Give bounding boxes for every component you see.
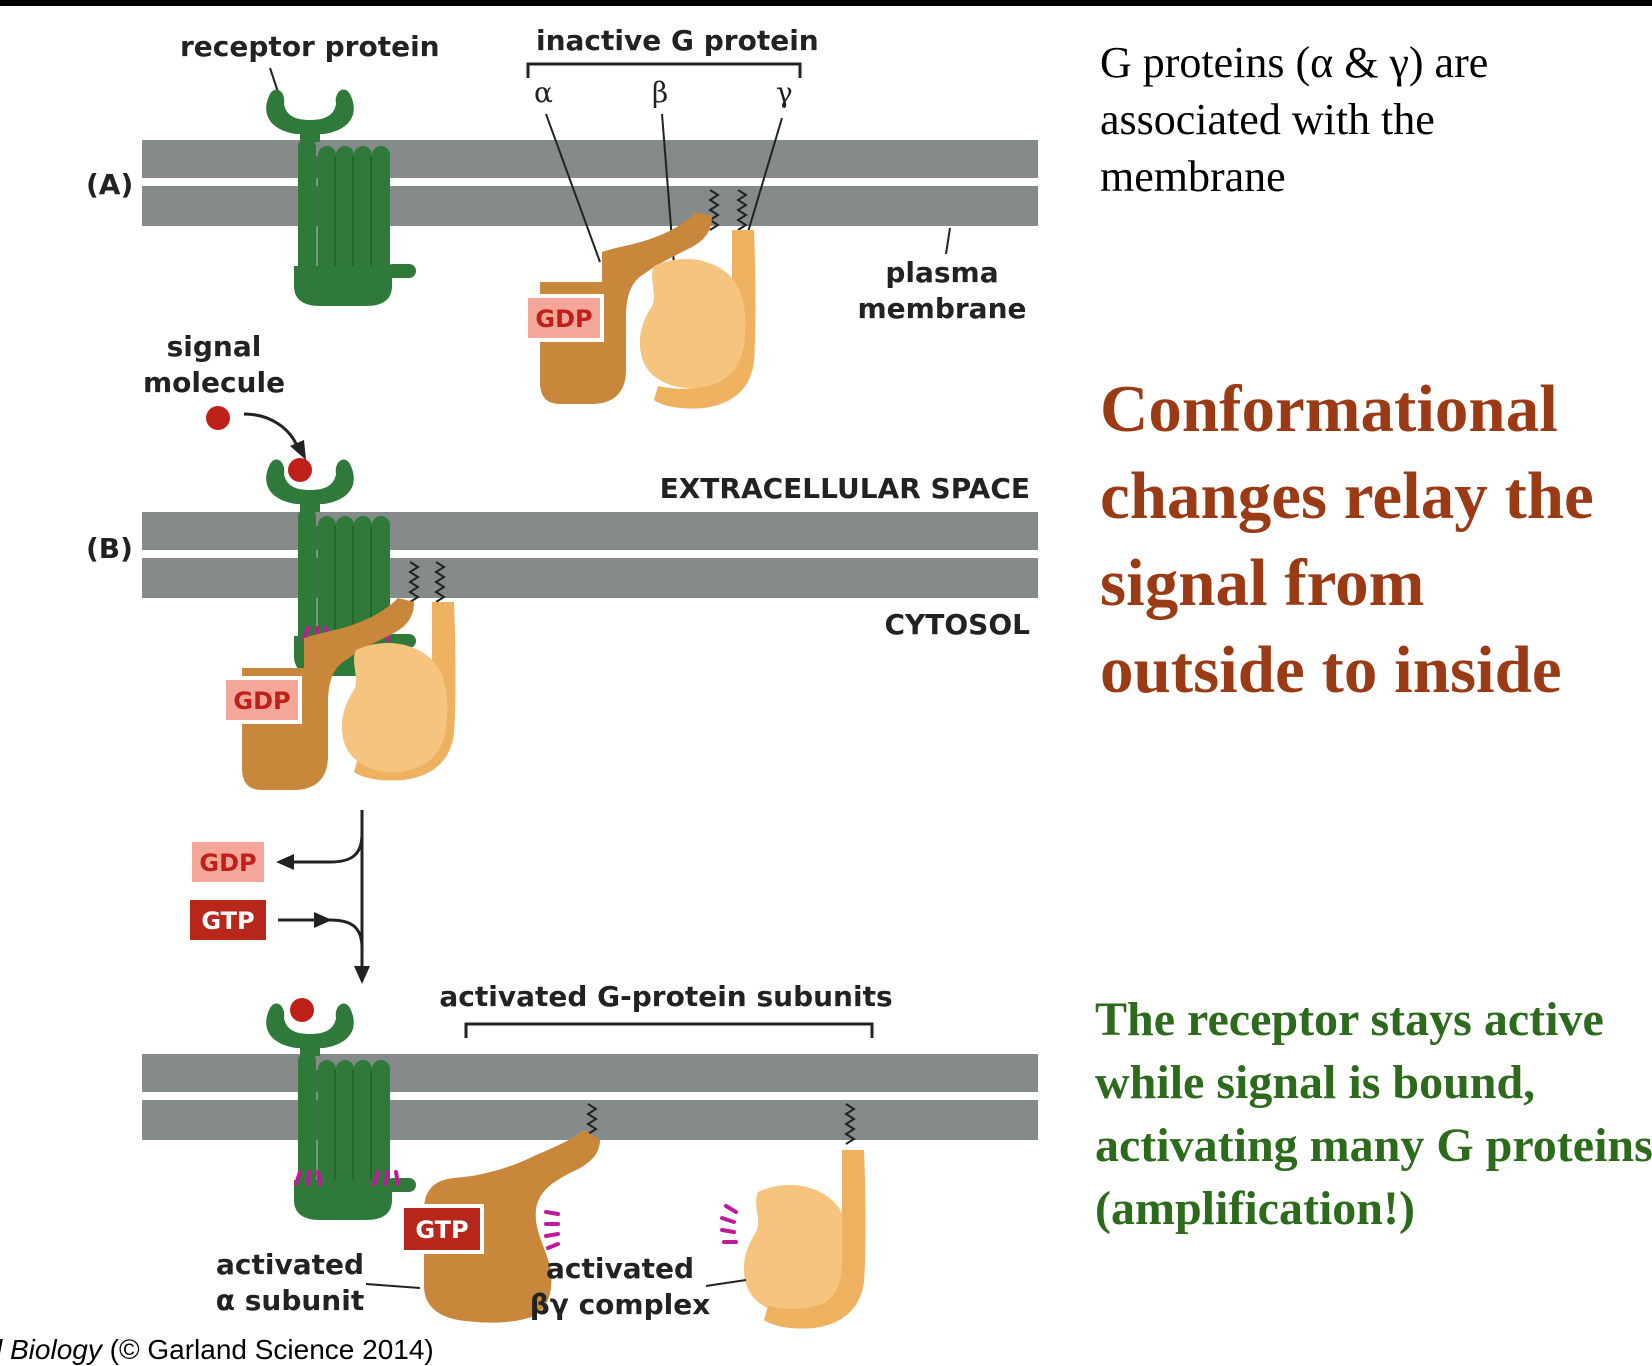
g-protein-diagram: (A) receptor protein inactive G protein …: [86, 24, 1038, 1329]
membrane-b-outer: [142, 512, 1038, 550]
beta-subunit-b: [341, 643, 448, 773]
alpha-activated-label-2: α subunit: [216, 1284, 364, 1317]
conformational-headline: Conformational changes relay the signal …: [1100, 372, 1594, 707]
membrane-a-inner: [142, 186, 1038, 226]
gdp-box-exchange: [188, 838, 268, 886]
membrane-c-outer: [142, 1054, 1038, 1092]
alpha-label: α: [534, 76, 553, 109]
extracellular-label: EXTRACELLULAR SPACE: [660, 472, 1030, 505]
bg-signal-ticks: [720, 1204, 738, 1244]
bound-signal-c: [290, 998, 314, 1022]
gdp-text-exchange: GDP: [199, 849, 256, 877]
beta-label: β: [652, 76, 668, 109]
top-rule: [0, 0, 1652, 6]
signal-arrow: [243, 412, 300, 449]
signal-molecule: [206, 406, 230, 430]
signal-label-1: signal: [167, 330, 262, 363]
gtp-binding-arrowhead: [314, 912, 332, 928]
gdp-text-a: GDP: [535, 305, 592, 333]
credit-title: l Biology: [0, 1334, 102, 1365]
activated-alpha-subunit: [424, 1130, 600, 1323]
panel-b: (B) signal molecule EXTRACELLULAR SPACE …: [86, 330, 1038, 790]
source-credit: l Biology (© Garland Science 2014): [0, 1334, 434, 1366]
bg-activated-label-1: activated: [546, 1252, 694, 1285]
bg-activated-pointer: [705, 1279, 747, 1287]
membrane-pointer: [945, 227, 951, 255]
gdp-box-a: [524, 294, 604, 342]
nucleotide-exchange: GDP GTP: [186, 810, 370, 984]
gamma-label: γ: [776, 76, 793, 109]
gtp-box-c: [400, 1204, 484, 1254]
subunits-bracket: [464, 1022, 874, 1038]
gdp-box-b: [222, 676, 302, 724]
cytosol-label: CYTOSOL: [884, 608, 1030, 641]
credit-publisher: (© Garland Science 2014): [101, 1334, 434, 1365]
panel-c: activated G-protein subunits GTP: [142, 980, 1038, 1329]
panel-b-label: (B): [86, 532, 133, 565]
bound-signal-b: [288, 458, 312, 482]
subunits-label: activated G-protein subunits: [439, 980, 892, 1013]
gtp-text-exchange: GTP: [201, 907, 254, 935]
bg-activated-label-2: βγ complex: [530, 1288, 711, 1321]
amplification-note: The receptor stays active while signal i…: [1095, 993, 1652, 1235]
panel-a-label: (A): [86, 168, 133, 201]
g-protein-bracket: [526, 62, 802, 78]
membrane-a-outer: [142, 140, 1038, 178]
beta-subunit-a: [639, 259, 746, 389]
panel-a: (A) receptor protein inactive G protein …: [86, 24, 1038, 409]
alpha-pointer: [545, 113, 601, 263]
activated-bg-complex: [743, 1150, 866, 1329]
membrane-label-1: plasma: [885, 256, 998, 289]
gdp-release-curve: [290, 833, 364, 864]
signal-label-2: molecule: [143, 366, 285, 399]
membrane-label-2: membrane: [857, 292, 1026, 325]
g-protein-label: inactive G protein: [536, 24, 819, 57]
membrane-association-note: G proteins (α & γ) are associated with t…: [1100, 38, 1489, 201]
gdp-release-arrowhead: [276, 854, 294, 870]
receptor-label: receptor protein: [180, 30, 440, 63]
gtp-box-exchange: [186, 896, 270, 944]
alpha-activated-label-1: activated: [216, 1248, 364, 1281]
exchange-main-arrowhead: [354, 966, 370, 984]
gdp-text-b: GDP: [233, 687, 290, 715]
gamma-pointer: [747, 117, 783, 233]
gtp-text-c: GTP: [415, 1216, 468, 1244]
alpha-signal-ticks: [544, 1210, 560, 1250]
signal-arrowhead: [290, 440, 306, 460]
alpha-activated-pointer: [365, 1283, 421, 1289]
membrane-b-inner: [142, 558, 1038, 598]
